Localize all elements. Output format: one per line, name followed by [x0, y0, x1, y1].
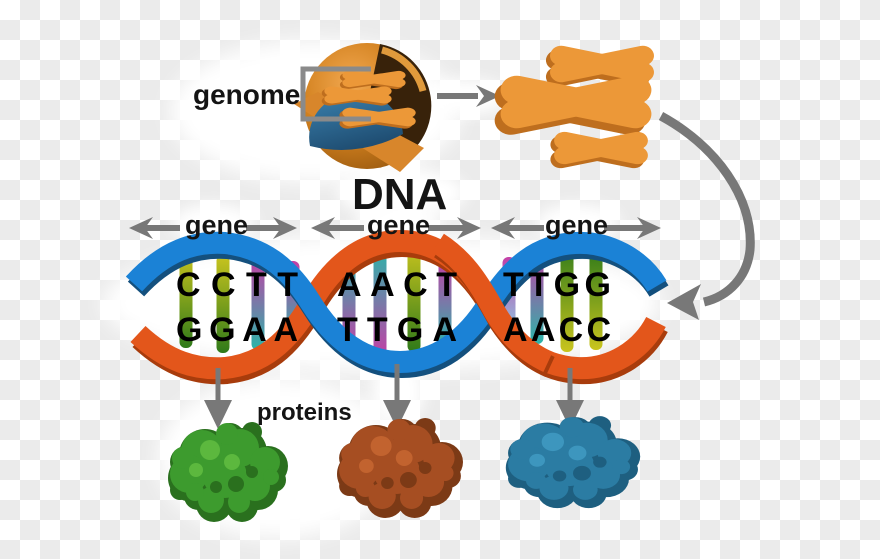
nucleus-illustration	[294, 43, 432, 172]
strand-crossover	[431, 233, 553, 372]
base-pair-rungs	[179, 245, 603, 357]
base-letter: G	[396, 311, 424, 349]
base-letter: A	[337, 266, 362, 304]
base-letter: T	[277, 266, 298, 304]
base-pair-rung	[216, 255, 230, 353]
base-letter: T	[436, 266, 457, 304]
dna-helix	[125, 229, 669, 385]
strand-blue	[125, 231, 667, 374]
nucleus-rim	[380, 46, 427, 93]
base-pair-rung	[179, 252, 193, 348]
base-pair-rung	[438, 259, 452, 348]
base-letter: T	[528, 266, 550, 304]
down-arrow-icon	[556, 368, 584, 429]
base-letter: T	[503, 266, 524, 304]
base-pair-rung	[589, 249, 603, 350]
genome-label: genome	[193, 79, 301, 110]
arrowhead-right-icon	[457, 217, 481, 239]
chromosome-icon	[548, 130, 650, 170]
base-letter: G	[584, 266, 611, 304]
gene-label-2: gene	[367, 210, 431, 240]
base-letter: C	[211, 266, 236, 304]
curved-arrow-icon	[658, 112, 755, 320]
base-letter: G	[209, 311, 236, 349]
arrowhead-left-icon	[491, 217, 515, 239]
base-letter: A	[503, 311, 528, 349]
chromosome-cluster	[491, 43, 657, 170]
base-letter: A	[370, 266, 395, 304]
arrowhead-left-icon	[129, 217, 153, 239]
base-letter: A	[273, 311, 298, 349]
base-letter: A	[432, 311, 457, 349]
base-letter: T	[337, 311, 358, 349]
base-letter: A	[530, 311, 556, 349]
strand-orange	[130, 229, 666, 380]
base-letter: T	[366, 311, 388, 349]
right-arrow-icon	[437, 85, 500, 107]
proteins-label: proteins	[257, 399, 352, 426]
down-arrow-icon	[204, 368, 232, 429]
arrowhead-left-icon	[311, 217, 335, 239]
genome-bracket	[300, 66, 371, 122]
base-pair-rung	[373, 248, 387, 357]
base-letter: C	[586, 311, 611, 349]
protein-blob-blue	[505, 416, 641, 509]
gene-label-3: gene	[545, 210, 609, 240]
base-letter: G	[176, 311, 203, 349]
base-letter: C	[176, 266, 201, 304]
base-letter: T	[246, 266, 267, 304]
gene-span-arrow-3	[491, 217, 661, 239]
gene-span-arrow-1	[129, 217, 297, 239]
base-letter: A	[242, 311, 267, 349]
protein-blob-green	[168, 422, 288, 522]
protein-blob-brown	[337, 418, 463, 518]
gene-span-arrow-2	[311, 217, 481, 239]
base-letter: G	[553, 266, 581, 304]
down-arrow-icon	[383, 364, 411, 429]
dna-title: DNA	[352, 170, 448, 219]
base-letter: C	[558, 311, 584, 349]
base-pair-rung	[407, 245, 421, 352]
base-pair-rung	[251, 257, 265, 350]
gene-label-1: gene	[185, 210, 249, 240]
arrowhead-right-icon	[273, 217, 297, 239]
base-letter: C	[403, 266, 428, 304]
base-pair-rung	[560, 245, 574, 352]
arrowhead-right-icon	[637, 217, 661, 239]
